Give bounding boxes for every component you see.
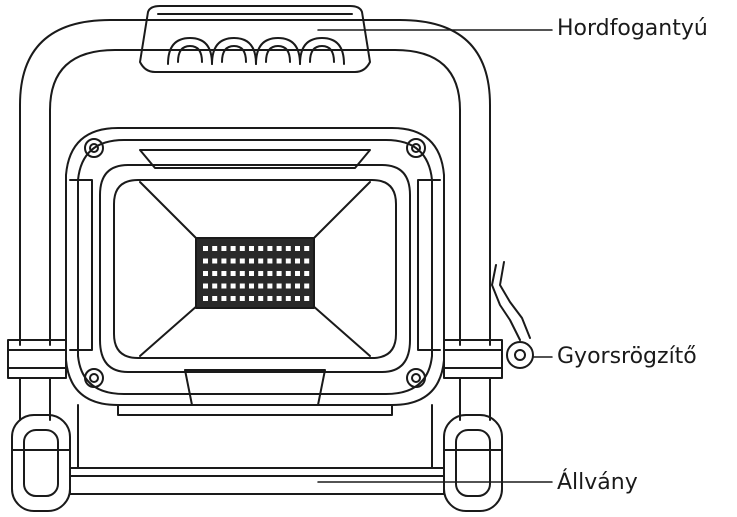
led-chip — [230, 246, 236, 251]
led-chip — [285, 283, 291, 289]
led-chip — [295, 283, 300, 289]
led-chip — [239, 246, 245, 251]
label-handle: Hordfogantyú — [557, 16, 708, 41]
led-chip — [203, 258, 208, 264]
led-chip — [267, 296, 273, 301]
led-chip — [230, 296, 236, 301]
led-chip — [230, 258, 236, 264]
leader-lines — [317, 29, 553, 483]
led-chip — [304, 283, 310, 289]
led-chip — [249, 246, 254, 251]
left-foot — [11, 414, 71, 512]
left-joint — [7, 339, 67, 379]
led-chip — [239, 296, 245, 301]
led-chip — [221, 258, 227, 264]
led-chip — [212, 296, 218, 301]
led-chip — [249, 258, 254, 264]
led-chip — [276, 296, 282, 301]
led-chip — [258, 283, 264, 289]
led-chip — [304, 258, 310, 264]
led-chip — [295, 258, 300, 264]
led-chip — [295, 296, 300, 301]
led-chip — [258, 271, 264, 276]
carrying-frame — [19, 19, 491, 346]
led-chip — [249, 283, 254, 289]
corner-screws — [84, 138, 426, 388]
quick-clamp — [491, 261, 534, 369]
led-chip — [304, 246, 310, 251]
led-chip — [285, 258, 291, 264]
led-chip — [285, 246, 291, 251]
led-chip — [304, 296, 310, 301]
led-chip — [267, 283, 273, 289]
screw-bottom-left — [84, 368, 104, 388]
led-chip — [249, 296, 254, 301]
led-chip — [221, 296, 227, 301]
screw-top-left — [84, 138, 104, 158]
lens-frame — [99, 164, 411, 373]
led-chip — [258, 258, 264, 264]
right-joint — [443, 339, 503, 379]
led-chip — [276, 271, 282, 276]
led-chip — [221, 246, 227, 251]
led-chip — [258, 246, 264, 251]
label-stand: Állvány — [557, 470, 638, 495]
led-chip — [203, 283, 208, 289]
led-chip — [285, 296, 291, 301]
led-chip — [212, 271, 218, 276]
led-chip — [212, 283, 218, 289]
led-chip — [221, 271, 227, 276]
led-chip — [230, 283, 236, 289]
led-chip — [239, 258, 245, 264]
led-chip — [203, 296, 208, 301]
led-chip — [239, 283, 245, 289]
right-foot — [443, 414, 503, 512]
led-chip — [285, 271, 291, 276]
led-chip — [276, 283, 282, 289]
led-chip — [212, 246, 218, 251]
led-chip — [230, 271, 236, 276]
led-chip — [276, 246, 282, 251]
screw-bottom-right — [406, 368, 426, 388]
led-chip — [212, 258, 218, 264]
led-chip — [267, 246, 273, 251]
led-chip — [304, 271, 310, 276]
stand — [19, 377, 491, 495]
lamp-housing — [65, 127, 445, 416]
led-chip — [203, 271, 208, 276]
led-panel — [195, 237, 315, 309]
led-chip — [249, 271, 254, 276]
led-chip — [267, 258, 273, 264]
led-chip — [267, 271, 273, 276]
led-chip — [276, 258, 282, 264]
led-chip — [203, 246, 208, 251]
led-chip — [221, 283, 227, 289]
led-chip — [239, 271, 245, 276]
carrying-handle — [139, 5, 371, 73]
led-chip — [295, 246, 300, 251]
led-chip — [258, 296, 264, 301]
screw-top-right — [406, 138, 426, 158]
led-chip — [295, 271, 300, 276]
label-quick-clamp: Gyorsrögzítő — [557, 344, 697, 369]
